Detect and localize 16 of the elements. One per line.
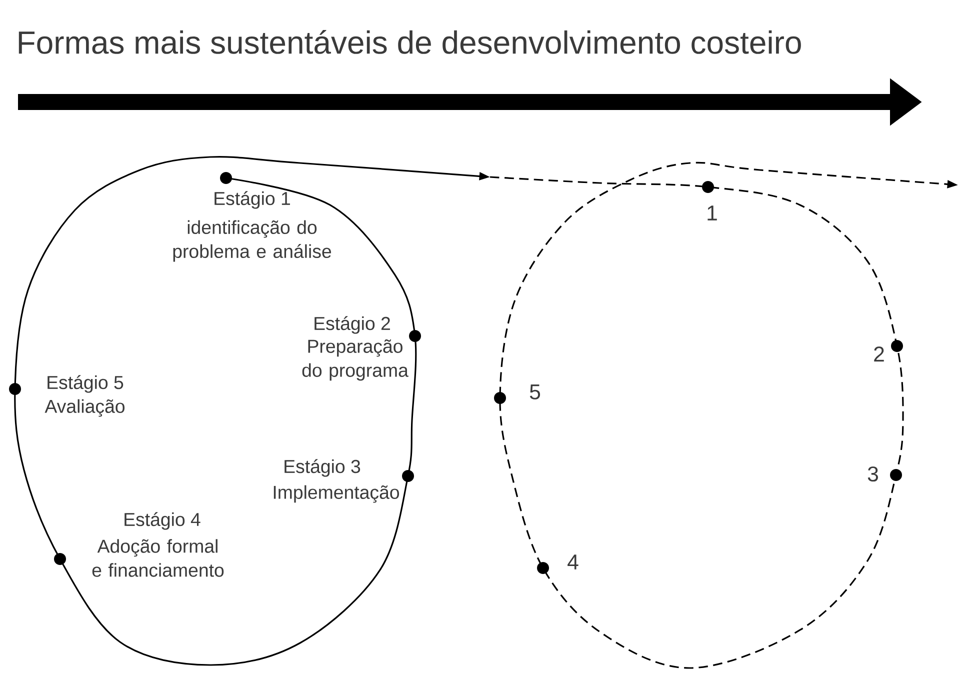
stage-description: Implementação <box>274 485 400 503</box>
stage-number: 3 <box>868 466 878 482</box>
stage-description: identificação do problema e análise <box>173 220 332 262</box>
stage-description: Preparação do programa <box>302 339 408 381</box>
stage-number: 4 <box>568 554 578 570</box>
stage-heading: Estágio 4 <box>124 512 200 530</box>
stage-number: 5 <box>530 384 540 400</box>
stage-number: 2 <box>874 346 884 362</box>
stage-heading: Estágio 3 <box>284 459 360 477</box>
stage-heading: Estágio 1 <box>214 191 290 209</box>
stage-description: Adoção formal e financiamento <box>92 539 224 577</box>
stage-number: 1 <box>708 206 717 220</box>
stage-heading: Estágio 5 <box>48 375 124 393</box>
title: Formas mais sustentáveis de desenvolvimento costeiro <box>18 30 801 54</box>
stage-description: Avaliação <box>44 399 124 417</box>
stage-heading: Estágio 2 <box>314 316 390 334</box>
